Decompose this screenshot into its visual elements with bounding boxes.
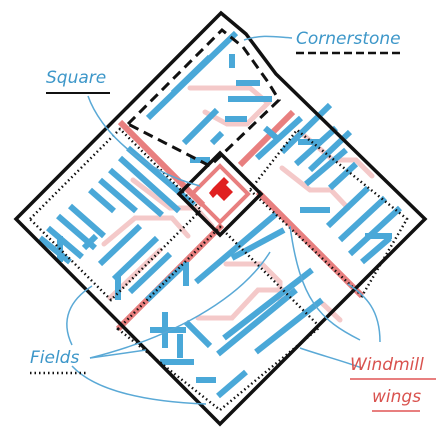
- central-square: [179, 153, 261, 235]
- fields-leader-south: [72, 366, 206, 404]
- label-fields: Fields: [30, 348, 79, 368]
- building: [186, 322, 210, 346]
- building: [224, 270, 312, 338]
- building: [90, 190, 114, 211]
- label-cornerstone: Cornerstone: [296, 29, 401, 49]
- fields-leader-mid: [90, 350, 146, 358]
- label-wings: wings: [372, 387, 421, 407]
- building: [218, 290, 296, 354]
- building: [212, 133, 222, 143]
- fields-leader-west: [67, 286, 92, 345]
- building: [184, 110, 217, 143]
- church-mark: [209, 177, 233, 201]
- label-windmill: Windmill: [350, 355, 424, 375]
- label-square: Square: [46, 68, 106, 88]
